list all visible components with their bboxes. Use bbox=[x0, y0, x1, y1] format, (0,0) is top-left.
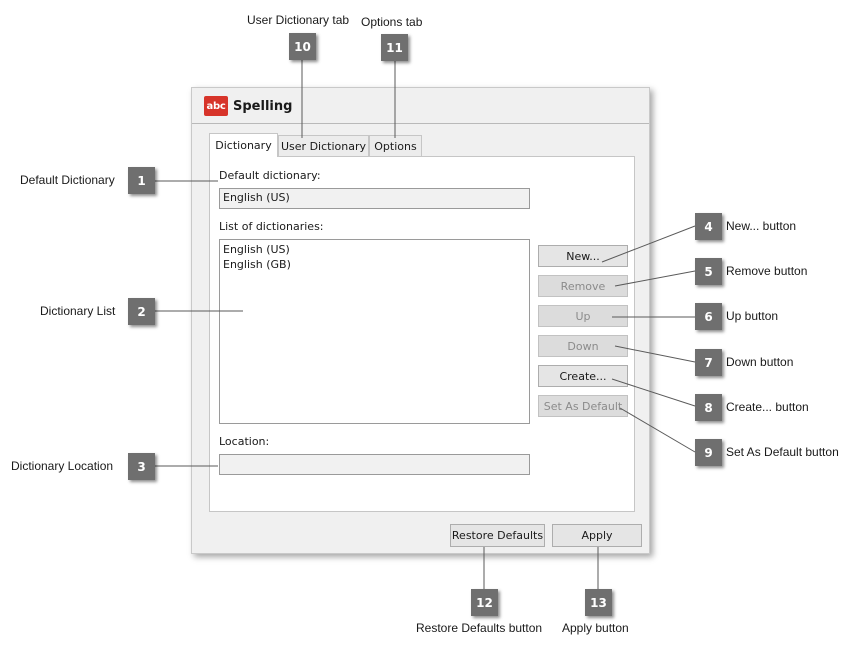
callout-label-4: New... button bbox=[726, 219, 797, 233]
callout-label-13: Apply button bbox=[562, 621, 629, 635]
default-dictionary-label: Default dictionary: bbox=[219, 169, 321, 182]
callout-badge-11: 11 bbox=[381, 34, 408, 61]
callout-badge-2: 2 bbox=[128, 298, 155, 325]
tab-options[interactable]: Options bbox=[369, 135, 422, 156]
new-button[interactable]: New... bbox=[538, 245, 628, 267]
default-dictionary-field: English (US) bbox=[219, 188, 530, 209]
callout-badge-3: 3 bbox=[128, 453, 155, 480]
remove-button[interactable]: Remove bbox=[538, 275, 628, 297]
dialog-title: Spelling bbox=[233, 98, 293, 114]
tab-user-dictionary[interactable]: User Dictionary bbox=[278, 135, 369, 156]
callout-label-7: Down button bbox=[726, 355, 794, 369]
callout-badge-5: 5 bbox=[695, 258, 722, 285]
callout-label-3: Dictionary Location bbox=[11, 459, 114, 473]
callout-badge-7: 7 bbox=[695, 349, 722, 376]
list-item[interactable]: English (GB) bbox=[223, 258, 291, 271]
callout-badge-12: 12 bbox=[471, 589, 498, 616]
callout-badge-13: 13 bbox=[585, 589, 612, 616]
tab-dictionary[interactable]: Dictionary bbox=[209, 133, 278, 157]
create-button[interactable]: Create... bbox=[538, 365, 628, 387]
dialog-header: abc Spelling bbox=[204, 92, 292, 120]
callout-label-12: Restore Defaults button bbox=[416, 621, 543, 635]
callout-badge-9: 9 bbox=[695, 439, 722, 466]
dictionary-list-label: List of dictionaries: bbox=[219, 220, 324, 233]
list-item[interactable]: English (US) bbox=[223, 243, 290, 256]
spelling-app-icon: abc bbox=[204, 96, 228, 116]
callout-label-11: Options tab bbox=[361, 15, 423, 29]
header-divider bbox=[192, 123, 649, 124]
callout-label-9: Set As Default button bbox=[726, 445, 839, 459]
location-label: Location: bbox=[219, 435, 270, 448]
callout-label-6: Up button bbox=[726, 309, 779, 323]
spelling-dialog: abc Spelling Dictionary User Dictionary … bbox=[191, 87, 650, 554]
callout-badge-8: 8 bbox=[695, 394, 722, 421]
callout-badge-1: 1 bbox=[128, 167, 155, 194]
callout-label-10: User Dictionary tab bbox=[247, 13, 350, 27]
callout-label-2: Dictionary List bbox=[40, 304, 116, 318]
up-button[interactable]: Up bbox=[538, 305, 628, 327]
set-as-default-button[interactable]: Set As Default bbox=[538, 395, 628, 417]
callout-label-8: Create... button bbox=[726, 400, 809, 414]
location-field bbox=[219, 454, 530, 475]
callout-badge-6: 6 bbox=[695, 303, 722, 330]
apply-button[interactable]: Apply bbox=[552, 524, 642, 547]
restore-defaults-button[interactable]: Restore Defaults bbox=[450, 524, 545, 547]
down-button[interactable]: Down bbox=[538, 335, 628, 357]
callout-badge-4: 4 bbox=[695, 213, 722, 240]
callout-label-5: Remove button bbox=[726, 264, 808, 278]
dictionary-list[interactable]: English (US) English (GB) bbox=[219, 239, 530, 424]
callout-label-1: Default Dictionary bbox=[20, 173, 115, 187]
callout-badge-10: 10 bbox=[289, 33, 316, 60]
dictionary-tab-panel: Default dictionary: English (US) List of… bbox=[209, 156, 635, 512]
